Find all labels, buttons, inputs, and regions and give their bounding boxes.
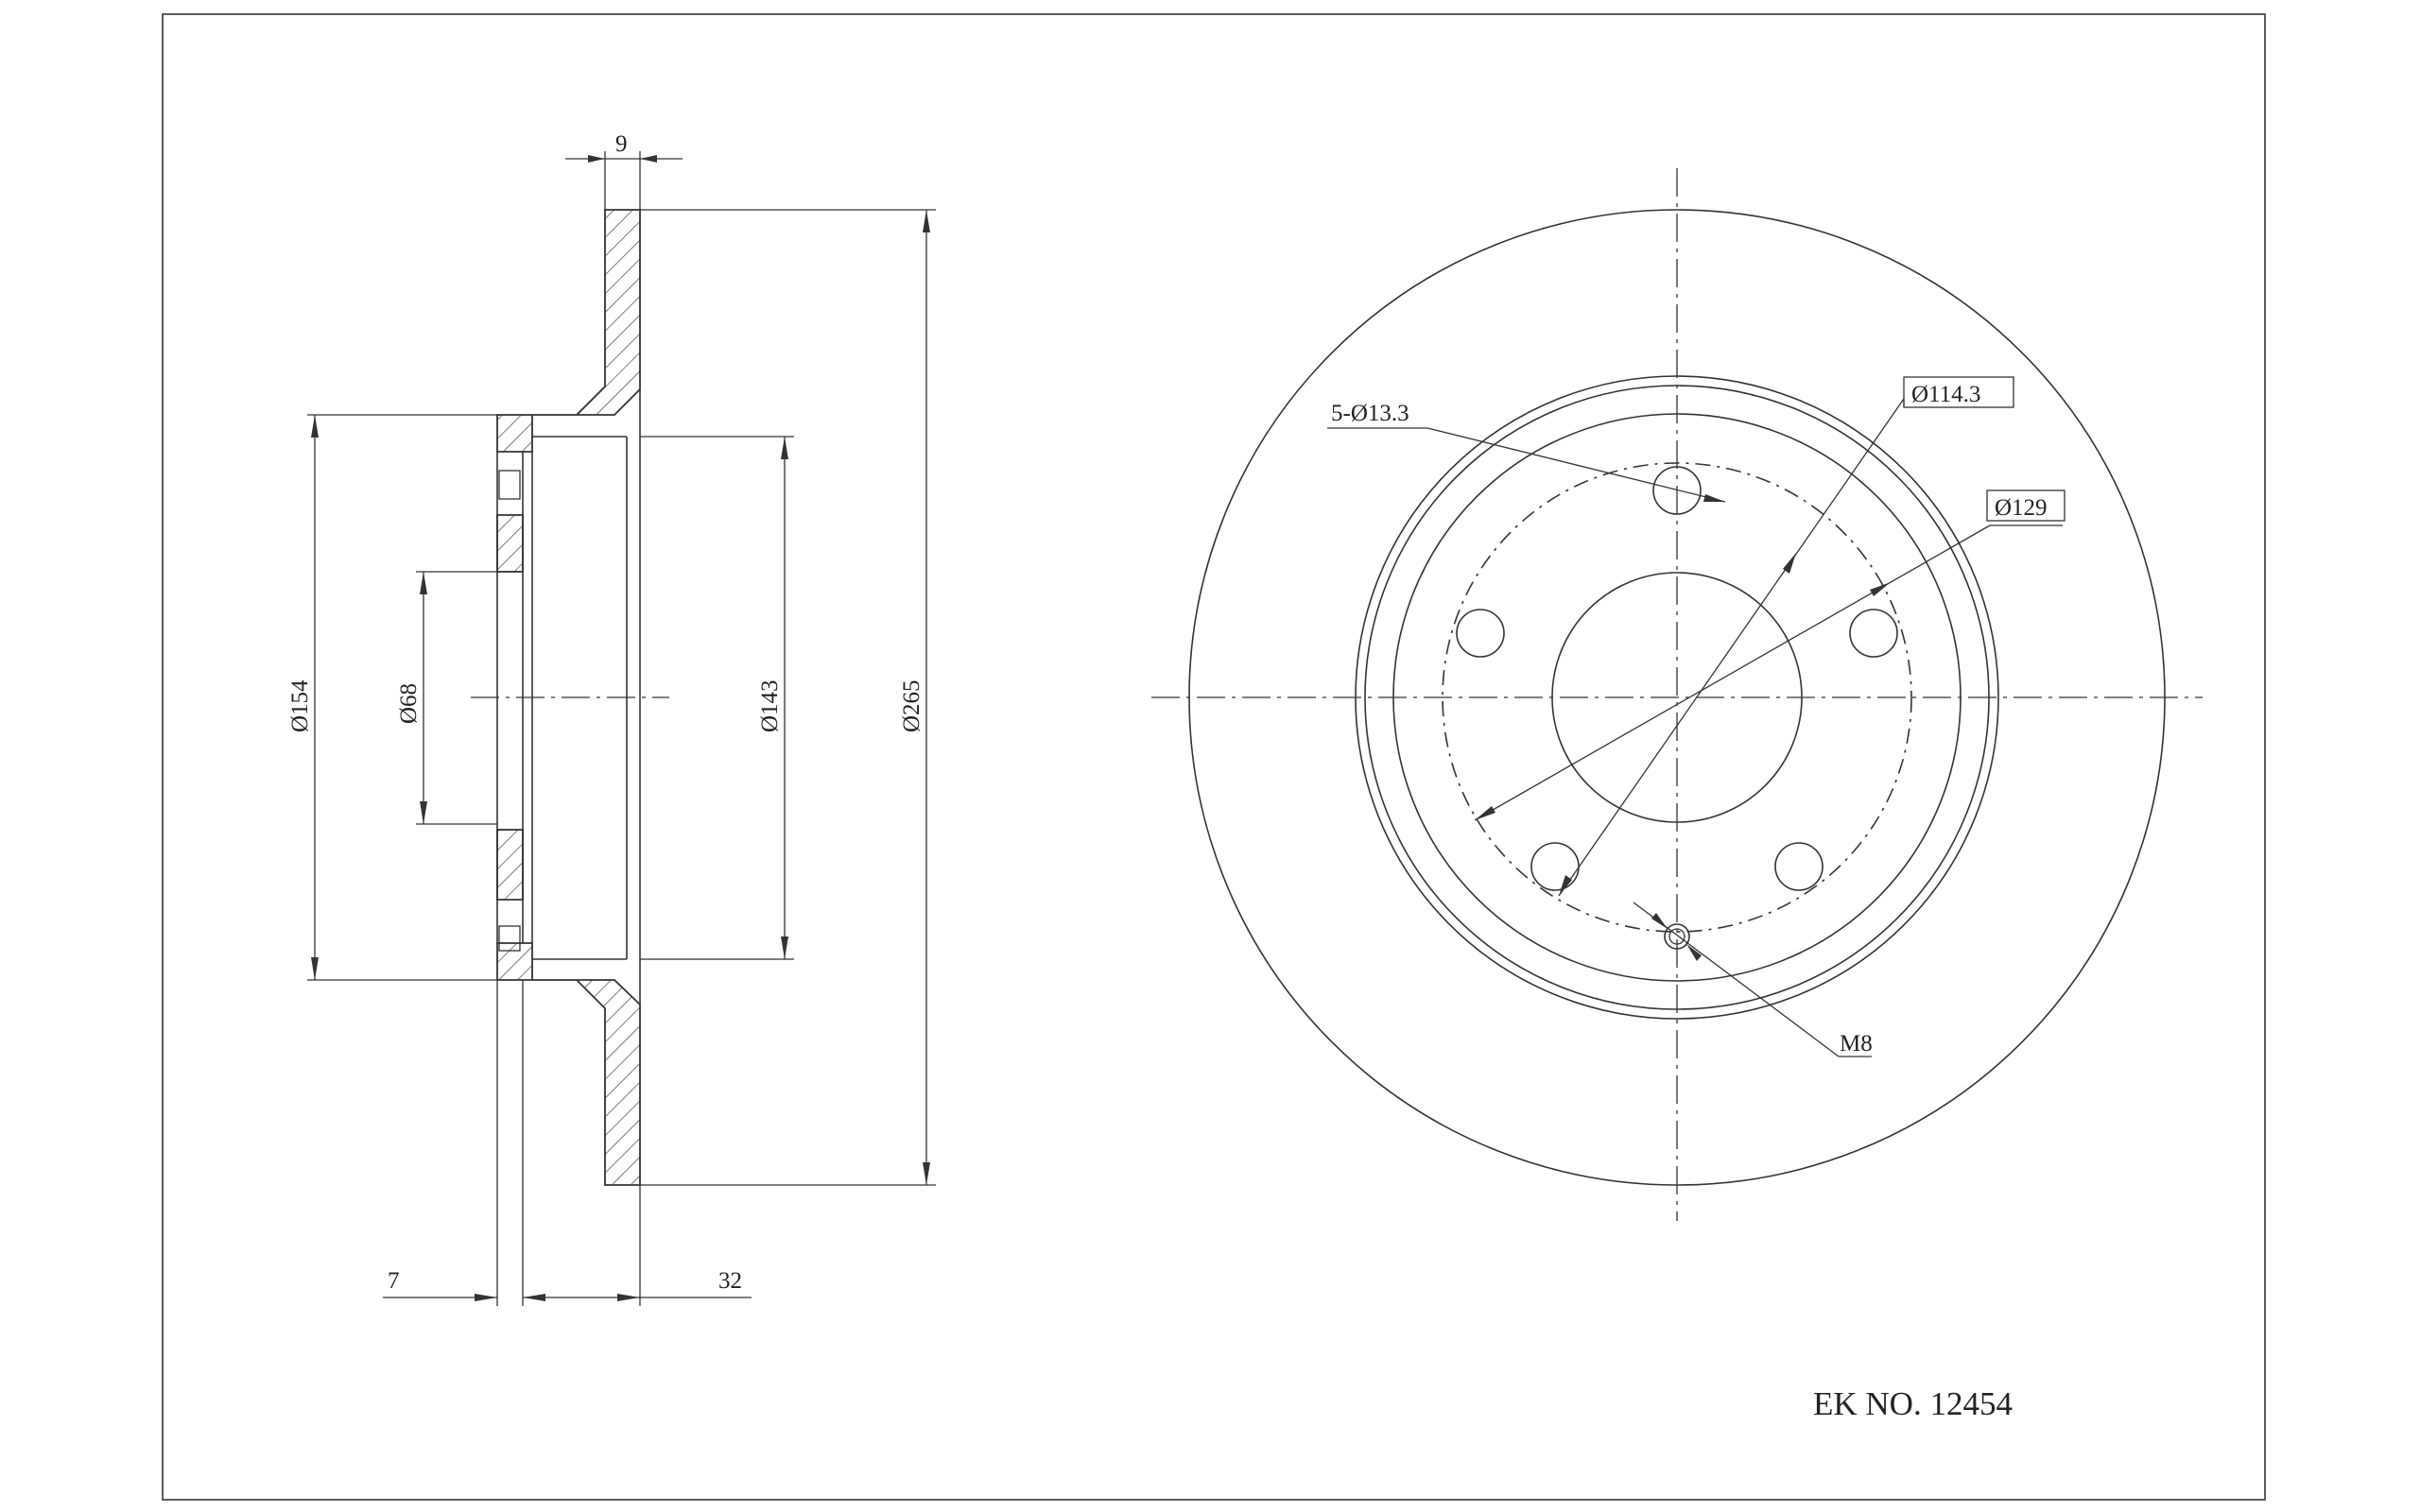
stud-hole [498, 925, 521, 952]
front-view: Ø114.3 Ø129 5-Ø13.3 M8 [1151, 168, 2203, 1221]
pcd-label-box [1903, 376, 2014, 408]
part-number: EK NO. 12454 [1813, 1385, 2013, 1422]
dim-outer-diameter-label: Ø265 [899, 679, 925, 732]
dim-arrow [420, 572, 427, 594]
dim-inner-diameter-label: Ø143 [757, 679, 783, 732]
dim-thickness-label: 9 [615, 131, 628, 157]
hub-wall-upper [496, 514, 524, 573]
dim-arrow [1559, 875, 1572, 896]
dim-line [1474, 524, 1991, 821]
hub-bore-circle [1551, 572, 1803, 823]
stud-hole [498, 470, 521, 500]
dim-arrow [640, 155, 657, 163]
section-profile-bottom [496, 942, 641, 1186]
dim-arrow [923, 210, 930, 232]
bolt-hole [1849, 609, 1898, 658]
dim-bore-diameter-label: Ø68 [396, 683, 422, 724]
threaded-hole-inner [1668, 928, 1685, 945]
dim-arrow [311, 957, 319, 980]
dim-line [1426, 427, 1726, 503]
dim-arrow [617, 1294, 640, 1301]
drawing-frame [162, 13, 2266, 1501]
dim-arrow [588, 155, 605, 163]
dim-arrow [1783, 553, 1796, 574]
bolt-hole [1774, 842, 1824, 891]
dim-line [1558, 398, 1905, 897]
friction-ring-inner-circle [1355, 375, 1999, 1020]
section-profile-top [496, 209, 641, 453]
dim-arrow [311, 415, 319, 438]
side-section-view: 9 Ø265 Ø154 Ø68 Ø143 [287, 131, 936, 1306]
bolt-holes-label: 5-Ø13.3 [1331, 401, 1409, 426]
dim-arrow [781, 936, 788, 959]
bolt-hole [1652, 466, 1702, 515]
dim-arrow [781, 437, 788, 459]
hat-inner-circle [1392, 413, 1962, 982]
dim-arrow [1651, 913, 1668, 929]
boss-diameter-label: Ø129 [1995, 495, 2048, 521]
dim-arrow [420, 801, 427, 824]
dim-arrow [523, 1294, 545, 1301]
dim-flange-thickness-label: 7 [388, 1268, 400, 1294]
bolt-hole [1530, 842, 1580, 891]
dim-arrow [923, 1162, 930, 1185]
bolt-circle [1442, 462, 1912, 933]
dim-arrow [1475, 806, 1495, 820]
dim-arrow [475, 1294, 497, 1301]
dim-arrow [1870, 582, 1891, 596]
disc-outer-circle [1188, 209, 2166, 1186]
screw-thread-label: M8 [1840, 1031, 1873, 1057]
hub-wall-lower [496, 829, 524, 901]
boss-label-box [1986, 490, 2066, 522]
dim-line [1633, 902, 1840, 1057]
dim-arrow [1703, 494, 1725, 502]
bolt-hole [1456, 609, 1505, 658]
dim-arrow [1686, 944, 1702, 961]
threaded-hole [1664, 923, 1690, 950]
dim-overall-height-label: 32 [718, 1268, 742, 1294]
pcd-label: Ø114.3 [1911, 382, 1980, 407]
dim-hat-diameter-label: Ø154 [287, 679, 313, 732]
hat-outer-circle [1364, 385, 1990, 1010]
